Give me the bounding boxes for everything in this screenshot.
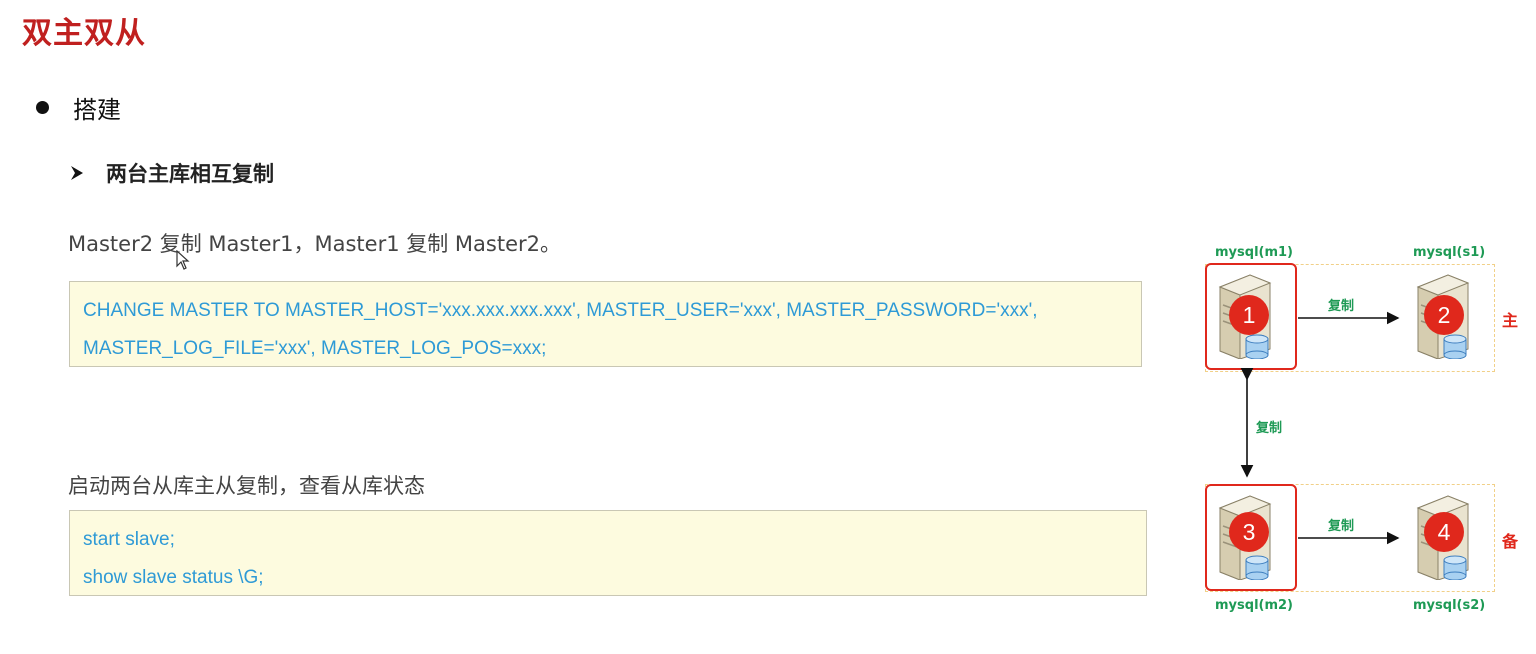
replication-diagram: mysql(m1) mysql(s1) mysql(m2) mysql(s2): [1160, 236, 1536, 622]
node-label-m2: mysql(m2): [1215, 598, 1293, 613]
node-label-m1: mysql(m1): [1215, 245, 1293, 260]
edge-label-m1-s1: 复制: [1328, 299, 1355, 314]
arrowhead-bullet-icon: [71, 166, 83, 180]
code-line: start slave;: [83, 529, 175, 550]
group-label-primary: 主: [1502, 311, 1519, 330]
code-line: MASTER_LOG_FILE='xxx', MASTER_LOG_POS=xx…: [83, 338, 547, 359]
bullet-dot-icon: [36, 101, 49, 114]
replication-arrows: [1240, 311, 1400, 545]
bullet-item: 搭建: [36, 90, 121, 125]
node-number-badge: 1: [1229, 295, 1269, 335]
slide-title: 双主双从: [22, 16, 146, 51]
code-block-change-master: CHANGE MASTER TO MASTER_HOST='xxx.xxx.xx…: [69, 281, 1142, 367]
node-label-s2: mysql(s2): [1413, 598, 1486, 613]
code-block-start-slave: start slave; show slave status \G;: [69, 510, 1147, 596]
group-label-standby: 备: [1502, 532, 1519, 551]
bullet-text: 搭建: [73, 96, 121, 124]
edge-label-m2-s2: 复制: [1328, 519, 1355, 534]
code-line: CHANGE MASTER TO MASTER_HOST='xxx.xxx.xx…: [83, 300, 1038, 321]
edge-label-m1-m2: 复制: [1256, 421, 1283, 436]
node-number-badge: 4: [1424, 512, 1464, 552]
subheading-item: 两台主库相互复制: [70, 158, 274, 188]
description-1: Master2 复制 Master1，Master1 复制 Master2。: [68, 232, 562, 256]
node-label-s1: mysql(s1): [1413, 245, 1486, 260]
mouse-cursor-icon: [176, 250, 190, 270]
code-line: show slave status \G;: [83, 567, 264, 588]
node-number-badge: 2: [1424, 295, 1464, 335]
highlight-box-m2: [1205, 484, 1297, 591]
node-number-badge: 3: [1229, 512, 1269, 552]
subheading-text: 两台主库相互复制: [106, 162, 274, 186]
description-2: 启动两台从库主从复制，查看从库状态: [68, 474, 425, 498]
